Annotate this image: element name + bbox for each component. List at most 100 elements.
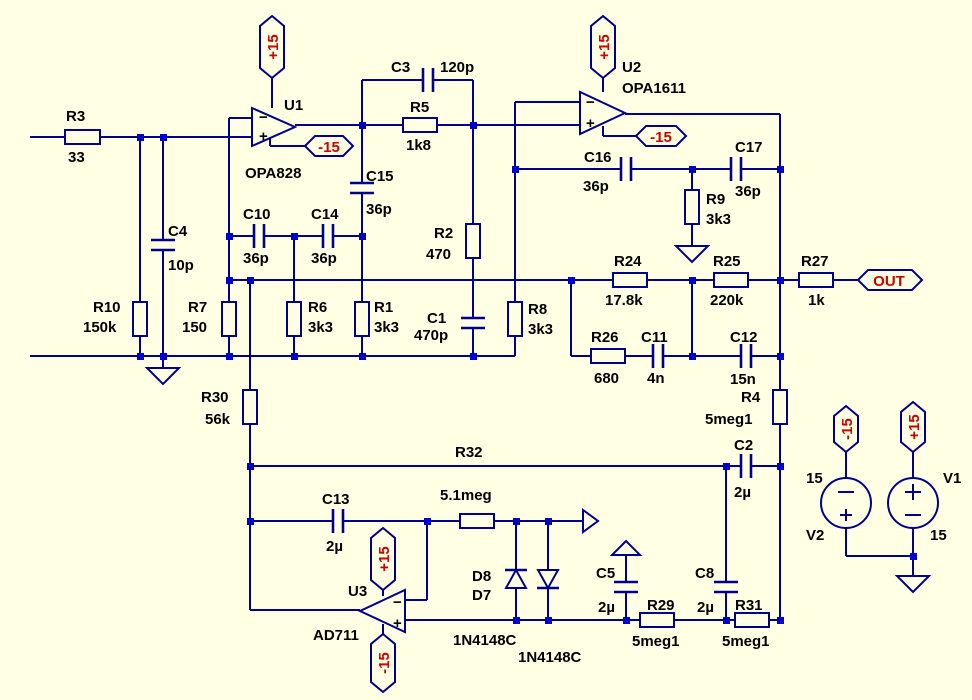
output-port: OUT	[856, 269, 924, 291]
diode-d7: D7 1N4148C	[472, 569, 582, 666]
c13-value-label: 2µ	[326, 538, 343, 555]
c17-ref-label: C17	[735, 139, 763, 156]
resistor-r5: R5 1k8	[402, 99, 438, 154]
u3-pos-rail-label: +15	[376, 546, 393, 571]
r3-ref-label: R3	[66, 108, 85, 125]
u2-ref-label: U2	[622, 59, 641, 76]
voltage-source-v2: 15 V2	[806, 470, 872, 544]
resistor-r10: R10 150k	[83, 299, 148, 337]
r5-value-label: 1k8	[406, 137, 431, 154]
u2-neg-rail-label: -15	[650, 129, 672, 146]
u1-plus-sign: +	[259, 128, 268, 145]
resistor-r31: R31 5meg1	[722, 597, 770, 650]
r6-ref-label: R6	[308, 299, 327, 316]
c3-ref-label: C3	[391, 59, 410, 76]
r1-ref-label: R1	[374, 299, 393, 316]
r32-value-label: 5.1meg	[440, 487, 492, 504]
resistor-r7: R7 150	[182, 299, 237, 337]
capacitor-c14: C14 36p	[311, 206, 339, 267]
c8-value-label: 2µ	[697, 599, 714, 616]
wires	[30, 78, 914, 634]
resistor-r29: R29 5meg1	[632, 597, 680, 650]
rail-flag-u1-pos: +15	[259, 14, 285, 80]
output-port-label: OUT	[873, 273, 905, 290]
r1-value-label: 3k3	[374, 319, 399, 336]
voltage-source-v1: V1 15	[887, 470, 961, 544]
c5-value-label: 2µ	[598, 599, 615, 616]
r9-ref-label: R9	[706, 191, 725, 208]
v2-value-label: 15	[806, 470, 823, 487]
c3-value-label: 120p	[440, 59, 474, 76]
r8-ref-label: R8	[528, 301, 547, 318]
capacitor-c11: C11 4n	[641, 329, 668, 387]
u1-pos-rail-label: +15	[265, 34, 282, 59]
v1-ref-label: V1	[943, 470, 961, 487]
u2-part-label: OPA1611	[622, 80, 686, 97]
r3-value-label: 33	[68, 149, 85, 166]
c11-value-label: 4n	[647, 370, 665, 387]
r29-value-label: 5meg1	[632, 633, 680, 650]
capacitor-c15: C15 36p	[350, 168, 394, 218]
resistor-r4: R4 5meg1	[705, 389, 788, 428]
resistor-r3: R3 33	[64, 108, 101, 166]
c10-ref-label: C10	[243, 206, 271, 223]
r10-value-label: 150k	[83, 319, 117, 336]
u2-plus-sign: +	[586, 115, 595, 132]
u2-minus-sign: −	[586, 94, 595, 111]
capacitor-c5: C5 2µ	[596, 565, 638, 616]
resistor-r26: R26 680	[590, 329, 626, 387]
r10-ref-label: R10	[93, 299, 121, 316]
r27-ref-label: R27	[801, 253, 829, 270]
c2-value-label: 2µ	[734, 484, 751, 501]
d8-part-label: 1N4148C	[453, 632, 517, 649]
rail-flag-u3-neg: -15	[370, 632, 396, 694]
c15-ref-label: C15	[366, 168, 394, 185]
r8-value-label: 3k3	[528, 321, 553, 338]
d7-part-label: 1N4148C	[518, 649, 582, 666]
opamp-u1: − + U1 OPA828	[245, 97, 303, 182]
c11-ref-label: C11	[641, 329, 668, 346]
u2-pos-rail-label: +15	[596, 34, 613, 59]
r4-ref-label: R4	[741, 389, 761, 406]
resistor-r2: R2 470	[426, 223, 481, 263]
capacitor-c10: C10 36p	[243, 206, 271, 267]
r25-value-label: 220k	[710, 292, 744, 309]
capacitor-c8: C8 2µ	[695, 565, 738, 616]
c17-value-label: 36p	[735, 183, 761, 200]
ground-symbol-d-ref	[582, 508, 600, 534]
c2-ref-label: C2	[734, 437, 753, 454]
opamp-u3: − + U3 AD711	[313, 583, 406, 644]
c4-ref-label: C4	[168, 223, 188, 240]
capacitor-c17: C17 36p	[729, 139, 763, 200]
r25-ref-label: R25	[713, 253, 741, 270]
u3-minus-sign: −	[393, 594, 402, 611]
rail-flag-u2-neg: -15	[634, 125, 688, 147]
c14-ref-label: C14	[311, 206, 339, 223]
r24-ref-label: R24	[614, 253, 642, 270]
capacitor-c3: C3 120p	[391, 59, 474, 92]
c4-value-label: 10p	[168, 257, 194, 274]
ground-symbol-supply	[894, 575, 932, 594]
r31-value-label: 5meg1	[722, 633, 770, 650]
c14-value-label: 36p	[311, 250, 337, 267]
capacitor-c13: C13 2µ	[322, 491, 350, 555]
u1-neg-rail-label: -15	[318, 139, 340, 156]
c16-value-label: 36p	[583, 178, 609, 195]
r32-ref-label: R32	[455, 444, 483, 461]
v1-rail-label: +15	[906, 414, 923, 439]
r26-value-label: 680	[594, 370, 619, 387]
resistor-r30: R30 56k	[201, 389, 258, 428]
capacitor-c2: C2 2µ	[734, 437, 753, 501]
resistor-r8: R8 3k3	[507, 301, 553, 338]
opamp-u2: − + U2 OPA1611	[579, 59, 686, 136]
rail-flag-v2: -15	[833, 404, 859, 454]
u3-plus-sign: +	[393, 615, 402, 632]
ground-symbol-r9	[673, 245, 711, 264]
capacitor-c12: C12 15n	[730, 329, 758, 388]
u3-neg-rail-label: -15	[376, 652, 393, 674]
rail-flag-v1: +15	[900, 400, 926, 454]
junctions	[137, 122, 917, 624]
c12-value-label: 15n	[730, 371, 756, 388]
r29-ref-label: R29	[647, 597, 675, 614]
